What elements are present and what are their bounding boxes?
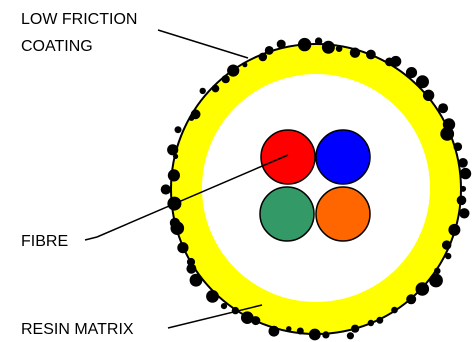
coating-particle xyxy=(346,332,354,340)
coating-particle xyxy=(220,303,228,310)
coating-particle xyxy=(367,319,375,327)
resin-matrix-label: RESIN MATRIX xyxy=(21,321,134,338)
coating-particle xyxy=(442,240,452,250)
coating-particle xyxy=(314,37,323,45)
coating-particle xyxy=(405,67,418,79)
coating-particle xyxy=(422,89,435,102)
coating-particle xyxy=(167,169,180,182)
coating-particle xyxy=(406,294,417,305)
coating-particle xyxy=(459,167,472,180)
coating-particle xyxy=(308,328,321,341)
coating-particle xyxy=(242,62,248,68)
coating-particle xyxy=(169,217,180,228)
coating-particle xyxy=(296,327,304,335)
coating-particle xyxy=(186,257,196,267)
coating-particle xyxy=(190,109,201,120)
coating-particle xyxy=(321,40,335,54)
coating-particle xyxy=(335,45,343,52)
fibre-red xyxy=(260,129,316,185)
coating-particle xyxy=(440,126,455,141)
resin-matrix-core xyxy=(202,74,430,302)
coating-particle xyxy=(286,326,292,332)
coating-particle xyxy=(448,223,461,236)
coating-particle xyxy=(297,37,312,52)
coating-particle xyxy=(438,103,449,114)
coating-leader-line xyxy=(157,29,249,59)
coating-particle xyxy=(460,185,467,192)
coating-particle xyxy=(458,158,468,168)
coating-particle xyxy=(227,64,240,77)
coating-particle xyxy=(376,316,384,324)
coating-particle xyxy=(456,195,467,206)
fibre-leader-line-a xyxy=(84,236,98,241)
coating-particle xyxy=(453,142,463,151)
coating-particle xyxy=(390,55,402,67)
coating-particle xyxy=(174,126,182,134)
coating-particle xyxy=(241,311,254,325)
coating-particle xyxy=(211,84,220,93)
coating-particles xyxy=(160,37,472,341)
coating-label-line2: COATING xyxy=(21,38,93,55)
coating-particle xyxy=(199,87,206,95)
coating-particle xyxy=(429,273,443,288)
coating-particle xyxy=(459,208,470,219)
coating-particle xyxy=(264,46,274,55)
coating-particle xyxy=(351,324,360,333)
coating-particle xyxy=(322,331,330,339)
coating-particle xyxy=(177,242,189,254)
coating-particle xyxy=(415,282,430,296)
fibre-leader-line-b xyxy=(96,154,289,238)
coating-particle xyxy=(416,75,429,89)
coating-particle xyxy=(206,290,219,303)
fibre-green xyxy=(259,186,315,242)
fibre-label: FIBRE xyxy=(21,233,68,250)
coating-particle xyxy=(268,325,280,337)
resin-leader-line xyxy=(167,304,263,329)
coating-label-line1: LOW FRICTION xyxy=(21,11,137,28)
coating-particle xyxy=(445,252,452,260)
coating-particle xyxy=(189,273,203,287)
fibre-blue xyxy=(315,129,371,185)
coating-particle xyxy=(349,47,361,58)
coating-particle xyxy=(391,306,398,314)
coating-particle xyxy=(186,263,197,274)
coating-particle xyxy=(160,184,171,195)
coating-particle xyxy=(167,144,179,156)
coating-particle xyxy=(221,75,230,84)
coating-particle xyxy=(366,49,376,60)
fibre-orange xyxy=(315,186,371,242)
coating-particle xyxy=(258,52,268,62)
coating-particle xyxy=(276,39,286,49)
coating-particle xyxy=(434,267,441,275)
